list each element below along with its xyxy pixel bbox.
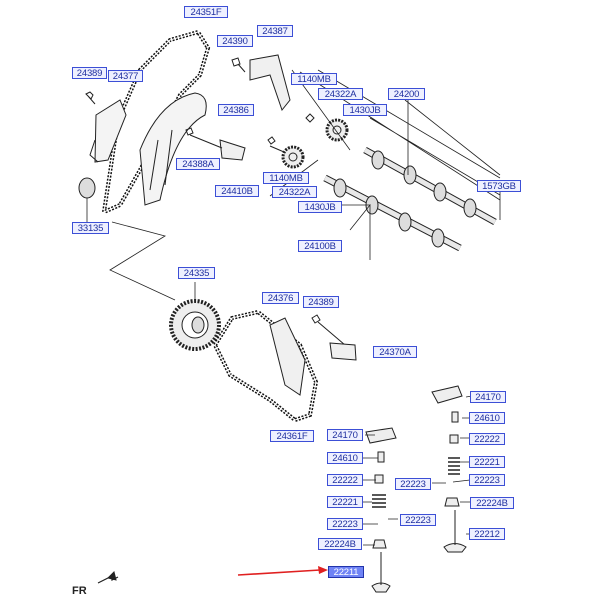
part-label-24610-right[interactable]: 24610 <box>469 412 505 424</box>
part-label-1573GB[interactable]: 1573GB <box>477 180 521 192</box>
part-label-1430JB-upper[interactable]: 1430JB <box>343 104 387 116</box>
part-label-24370A[interactable]: 24370A <box>373 346 417 358</box>
part-label-33135[interactable]: 33135 <box>72 222 109 234</box>
part-label-24361F[interactable]: 24361F <box>270 430 314 442</box>
part-label-24388A[interactable]: 24388A <box>176 158 220 170</box>
part-label-1140MB-lower[interactable]: 1140MB <box>263 172 309 184</box>
part-label-22222-left[interactable]: 22222 <box>327 474 363 486</box>
part-label-1430JB-lower[interactable]: 1430JB <box>298 201 342 213</box>
part-label-24100B[interactable]: 24100B <box>298 240 342 252</box>
chain-guide-upper <box>139 92 207 206</box>
tensioner-arm-upper <box>94 99 127 163</box>
part-label-22224B-left[interactable]: 22224B <box>318 538 362 550</box>
part-label-24410B[interactable]: 24410B <box>215 185 259 197</box>
cam-sprocket-exhaust <box>281 145 305 169</box>
part-label-24377[interactable]: 24377 <box>108 70 143 82</box>
part-label-22223-center[interactable]: 22223 <box>395 478 431 490</box>
part-label-22211-highlighted[interactable]: 22211 <box>328 566 364 578</box>
part-label-22221-right[interactable]: 22221 <box>469 456 505 468</box>
part-label-22223-left[interactable]: 22223 <box>327 518 363 530</box>
part-label-24376[interactable]: 24376 <box>262 292 299 304</box>
part-label-22221-left[interactable]: 22221 <box>327 496 363 508</box>
part-label-24387[interactable]: 24387 <box>257 25 293 37</box>
bracket-24387 <box>249 54 291 112</box>
part-label-22222-right[interactable]: 22222 <box>469 433 505 445</box>
part-label-1140MB-upper[interactable]: 1140MB <box>291 73 337 85</box>
part-label-22224B-right[interactable]: 22224B <box>470 497 514 509</box>
part-label-24389-upper[interactable]: 24389 <box>72 67 107 79</box>
part-label-24610-left[interactable]: 24610 <box>327 452 363 464</box>
chain-guide-lower <box>269 317 306 396</box>
highlight-arrow <box>237 566 328 576</box>
part-label-22223-lower[interactable]: 22223 <box>400 514 436 526</box>
part-label-24200[interactable]: 24200 <box>388 88 425 100</box>
valve-22211 <box>371 552 391 593</box>
part-label-24390[interactable]: 24390 <box>217 35 253 47</box>
front-indicator-text: FR <box>72 585 87 597</box>
part-label-24170-right[interactable]: 24170 <box>470 391 506 403</box>
idler-gear <box>78 177 96 199</box>
part-label-22212[interactable]: 22212 <box>469 528 505 540</box>
part-label-24389-lower[interactable]: 24389 <box>303 296 339 308</box>
part-label-22223-right[interactable]: 22223 <box>469 474 505 486</box>
part-label-24322A-upper[interactable]: 24322A <box>318 88 363 100</box>
part-label-24386[interactable]: 24386 <box>218 104 254 116</box>
part-label-24351F[interactable]: 24351F <box>184 6 228 18</box>
part-label-24170-left[interactable]: 24170 <box>327 429 363 441</box>
part-label-24335[interactable]: 24335 <box>178 267 215 279</box>
part-label-24322A-lower[interactable]: 24322A <box>272 186 317 198</box>
